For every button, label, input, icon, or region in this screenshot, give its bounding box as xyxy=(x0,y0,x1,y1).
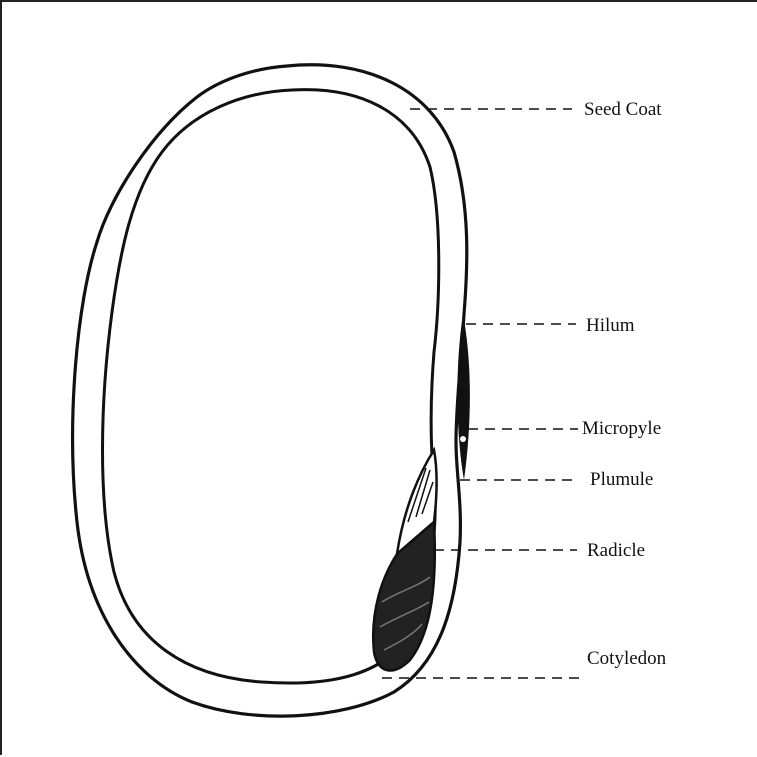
label-micropyle: Micropyle xyxy=(582,419,661,438)
label-plumule: Plumule xyxy=(590,470,653,489)
micropyle-dot xyxy=(460,436,466,442)
label-cotyledon: Cotyledon xyxy=(587,649,666,668)
label-hilum: Hilum xyxy=(586,316,635,335)
label-radicle: Radicle xyxy=(587,541,645,560)
hilum-mark xyxy=(457,314,469,480)
label-seed-coat: Seed Coat xyxy=(584,100,662,119)
